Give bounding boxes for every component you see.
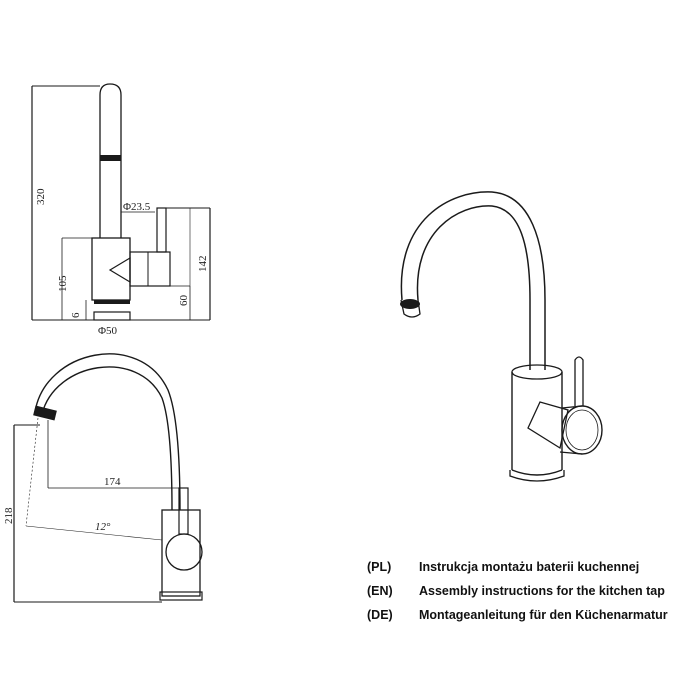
caption-en: (EN) Assembly instructions for the kitch… <box>367 579 700 603</box>
dim-spout-diameter: Φ23.5 <box>123 201 151 213</box>
caption-code: (EN) <box>367 584 393 598</box>
spout-outlet <box>33 405 57 421</box>
dim-base-diameter: Φ50 <box>98 325 118 337</box>
dim-height-total: 320 <box>35 188 47 205</box>
dim-offset-small: 6 <box>70 312 82 318</box>
perspective-view <box>400 191 603 482</box>
caption-code: (DE) <box>367 608 393 622</box>
aerator-band <box>100 155 121 161</box>
caption-pl: (PL) Instrukcja montażu baterii kuchenne… <box>367 555 700 579</box>
caption-code: (PL) <box>367 560 392 574</box>
caption-text: Assembly instructions for the kitchen ta… <box>419 584 665 598</box>
instruction-captions: (PL) Instrukcja montażu baterii kuchenne… <box>367 555 700 627</box>
caption-de: (DE) Montageanleitung für den Küchenarma… <box>367 603 700 627</box>
spout-aerator <box>400 299 420 309</box>
dim-reach: 174 <box>104 476 121 488</box>
dim-handle-offset: 60 <box>178 295 190 307</box>
caption-text: Montageanleitung für den Küchenarmatur <box>419 608 668 622</box>
dim-body-height: 105 <box>57 275 69 292</box>
dim-spout-height: 218 <box>3 507 15 524</box>
dim-handle-height: 142 <box>197 256 209 273</box>
caption-text: Instrukcja montażu baterii kuchennej <box>419 560 640 574</box>
front-view: 174 218 12° <box>3 353 203 603</box>
side-view: 320 Φ23.5 105 142 6 60 Φ50 <box>31 83 211 337</box>
dim-angle: 12° <box>95 521 111 533</box>
